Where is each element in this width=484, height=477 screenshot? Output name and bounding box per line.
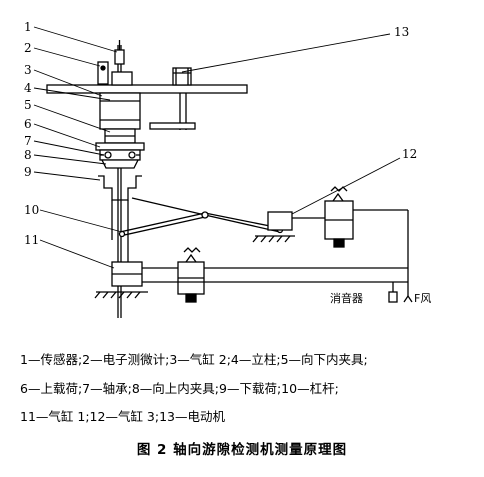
callout-numbers: 1 2 3 4 5 6 7 8 9 10 11 12 13 消音器 F风 <box>24 20 431 305</box>
pneumatic-lines <box>127 209 413 303</box>
callout-12: 12 <box>402 147 417 161</box>
bearing <box>99 149 141 161</box>
schematic-diagram: 1 2 3 4 5 6 7 8 9 10 11 12 13 消音器 F风 <box>24 20 431 318</box>
callout-leaders <box>33 26 401 269</box>
valve-lower <box>177 247 205 303</box>
callout-13: 13 <box>394 25 409 39</box>
top-plate <box>46 71 248 94</box>
upward-inner-fixture <box>100 159 140 169</box>
downward-inner-fixture <box>104 128 136 144</box>
figure-caption: 图 2 轴向游隙检测机测量原理图 <box>136 442 348 458</box>
upper-load <box>95 142 145 151</box>
motor <box>172 67 192 86</box>
sensor <box>114 40 125 65</box>
column <box>149 93 196 130</box>
legend-line-2: 6—上载荷;7—轴承;8—向上内夹具;9—下载荷;10—杠杆; <box>20 381 339 396</box>
callout-8: 8 <box>24 148 32 162</box>
callout-7: 7 <box>24 134 32 148</box>
callout-6: 6 <box>24 117 32 131</box>
callout-3: 3 <box>24 63 32 77</box>
cylinder-1 <box>94 261 148 299</box>
lower-load <box>98 175 142 240</box>
callout-9: 9 <box>24 165 32 179</box>
cylinder-2 <box>99 92 141 130</box>
right-pivot-support <box>252 211 295 243</box>
callout-10: 10 <box>24 203 39 217</box>
callout-4: 4 <box>24 81 32 95</box>
callout-11: 11 <box>24 233 39 247</box>
callout-5: 5 <box>24 98 32 112</box>
legend-line-3: 11—气缸 1;12—气缸 3;13—电动机 <box>20 409 225 424</box>
lever-system <box>118 197 284 238</box>
cylinder-3 <box>324 186 354 248</box>
legend-line-1: 1—传感器;2—电子测微计;3—气缸 2;4—立柱;5—向下内夹具; <box>20 352 368 367</box>
callout-2: 2 <box>24 41 32 55</box>
callout-1: 1 <box>24 20 32 34</box>
air-supply-label: F风 <box>414 292 431 305</box>
muffler-label: 消音器 <box>330 291 363 305</box>
